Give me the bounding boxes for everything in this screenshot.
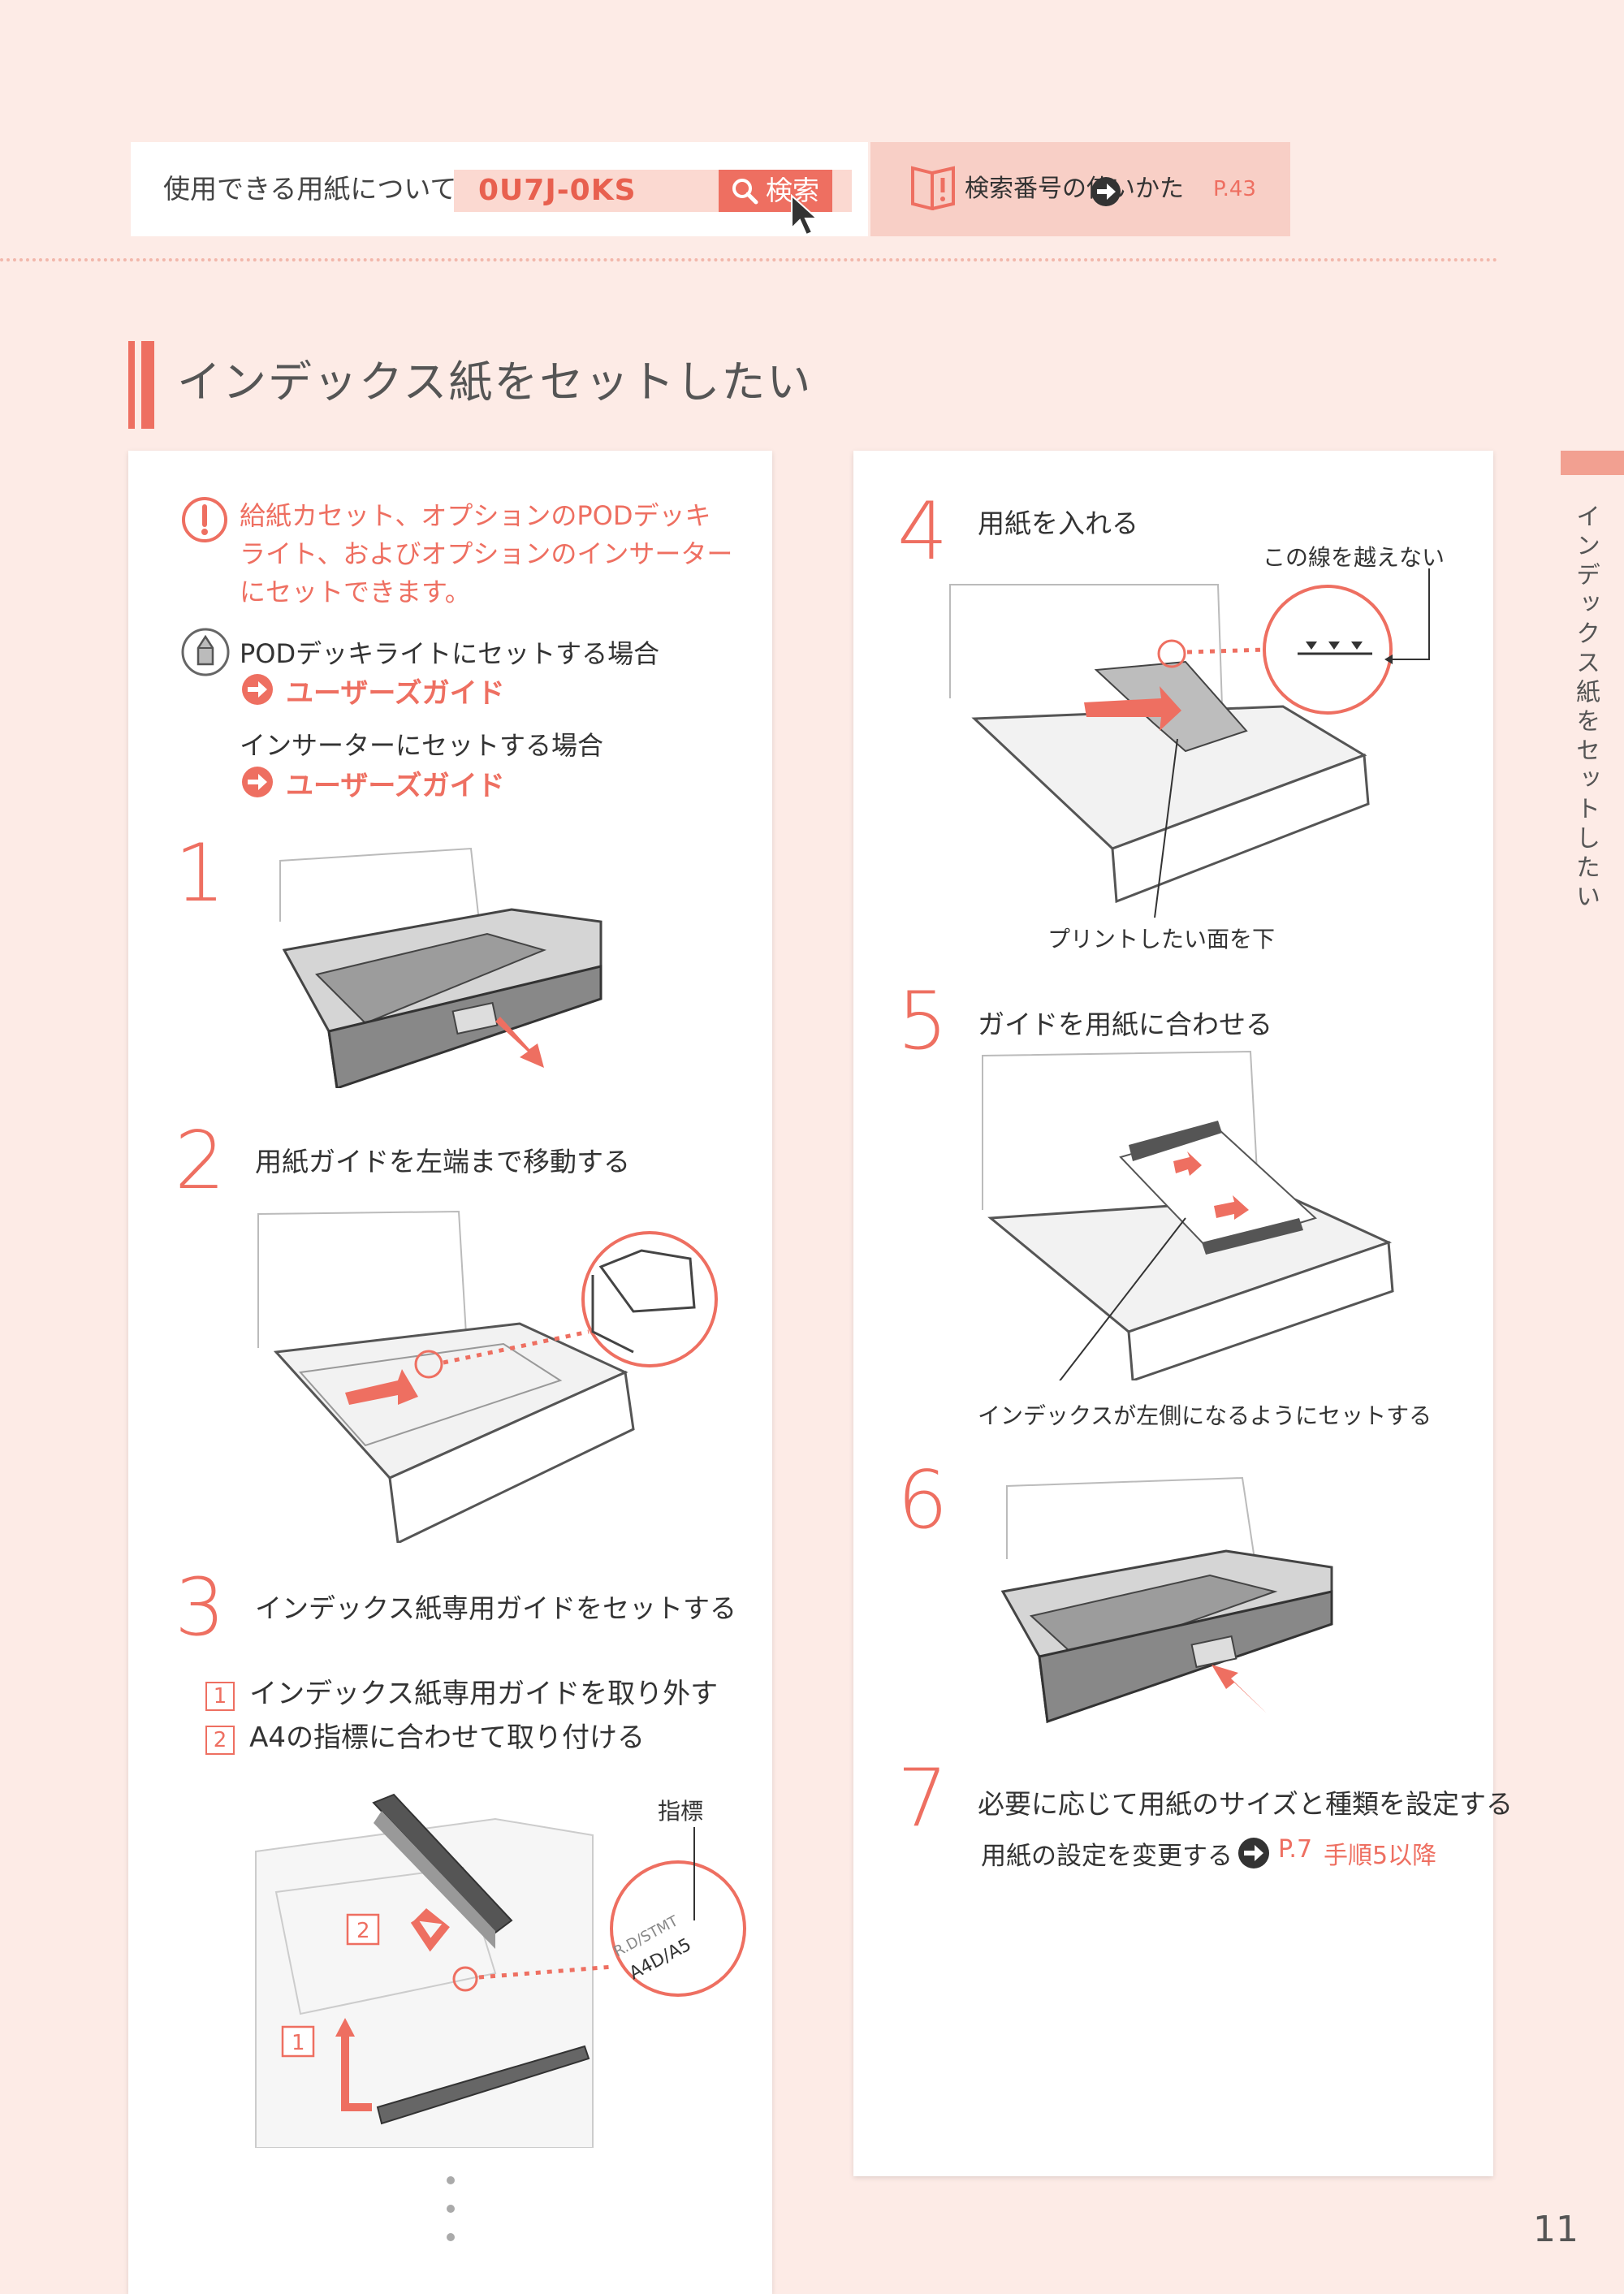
step7-link-step[interactable]: 手順5以降 xyxy=(1324,1842,1437,1870)
substep-2: 2 A4の指標に合わせて取り付ける xyxy=(205,1715,645,1755)
fig-label-1: 1 xyxy=(292,2031,305,2055)
illustration-adjust-guide xyxy=(982,1050,1394,1380)
substep-text-1: インデックス紙専用ガイドを取り外す xyxy=(249,1678,719,1710)
book-icon xyxy=(911,166,955,210)
arrow-right-icon xyxy=(242,767,273,797)
title-accent-bar-wide xyxy=(141,341,154,429)
cursor-icon xyxy=(791,194,819,236)
arrow-right-icon xyxy=(242,674,273,705)
step-text-7: 必要に応じて用紙のサイズと種類を設定する xyxy=(978,1788,1514,1820)
page-title: インデックス紙をセットしたい xyxy=(177,356,813,408)
step-number-4: 4 xyxy=(897,486,948,578)
side-tab-text: インデックス紙をセットしたい xyxy=(1571,503,1600,913)
warning-icon xyxy=(182,497,227,542)
step7-link-text: 用紙の設定を変更する xyxy=(981,1842,1233,1871)
search-icon xyxy=(732,179,758,205)
step7-link-page[interactable]: P.7 xyxy=(1278,1835,1313,1864)
fig-label-2: 2 xyxy=(356,1919,370,1943)
search-code: 0U7J-0KS xyxy=(478,174,637,207)
callout-index-left: インデックスが左側になるようにセットする xyxy=(978,1402,1432,1429)
step-text-4: 用紙を入れる xyxy=(978,508,1138,539)
pencil-icon xyxy=(181,628,230,676)
illustration-index-guide: 2 1 指標 R.D/STMT A4D/A5 xyxy=(255,1793,746,2148)
callout-print-face: プリントしたい面を下 xyxy=(1047,926,1276,953)
user-guide-link-1[interactable]: ユーザーズガイド xyxy=(286,677,505,710)
help-text: 検索番号の使いかた xyxy=(965,175,1184,203)
side-tab xyxy=(1561,451,1624,475)
note-inserter: インサーターにセットする場合 xyxy=(240,730,604,761)
substep-number-2: 2 xyxy=(205,1726,235,1755)
substep-1: 1 インデックス紙専用ガイドを取り外す xyxy=(205,1671,718,1711)
search-help-link[interactable]: 検索番号の使いかた xyxy=(870,142,1290,236)
continuation-dots xyxy=(447,2176,455,2241)
illustration-drawer-close xyxy=(1000,1476,1333,1724)
note-pod: PODデッキライトにセットする場合 xyxy=(240,638,660,669)
step-number-5: 5 xyxy=(897,975,948,1068)
page-number: 11 xyxy=(1533,2209,1579,2250)
callout-line-limit: この線を越えない xyxy=(1263,544,1445,571)
step-text-2: 用紙ガイドを左端まで移動する xyxy=(255,1146,630,1177)
user-guide-link-2[interactable]: ユーザーズガイド xyxy=(286,770,505,802)
illustration-drawer-open xyxy=(279,847,603,1088)
search-bar: 使用できる用紙について 0U7J-0KS 検索 xyxy=(131,142,868,236)
search-label: 使用できる用紙について xyxy=(163,173,457,205)
illustration-load-paper xyxy=(949,568,1430,918)
step-number-7: 7 xyxy=(897,1752,948,1845)
search-button[interactable]: 検索 xyxy=(719,170,832,212)
illustration-guide-left xyxy=(257,1210,718,1543)
title-accent-bar xyxy=(128,341,135,429)
arrow-right-icon xyxy=(1238,1838,1269,1868)
warning-text: 給紙カセット、オプションのPODデッキライト、およびオプションのインサーターにセ… xyxy=(240,500,733,607)
substep-number-1: 1 xyxy=(205,1682,235,1711)
step-number-6: 6 xyxy=(897,1454,948,1547)
step-number-1: 1 xyxy=(175,827,226,920)
step-text-5: ガイドを用紙に合わせる xyxy=(978,1009,1272,1040)
arrow-right-icon xyxy=(1091,177,1121,206)
callout-mark: 指標 xyxy=(658,1798,703,1825)
step-text-3: インデックス紙専用ガイドをセットする xyxy=(255,1592,737,1624)
step-number-2: 2 xyxy=(175,1115,226,1207)
step-number-3: 3 xyxy=(175,1562,226,1654)
help-page-ref[interactable]: P.43 xyxy=(1213,177,1256,201)
divider xyxy=(0,258,1498,261)
substep-text-2: A4の指標に合わせて取り付ける xyxy=(249,1722,646,1754)
